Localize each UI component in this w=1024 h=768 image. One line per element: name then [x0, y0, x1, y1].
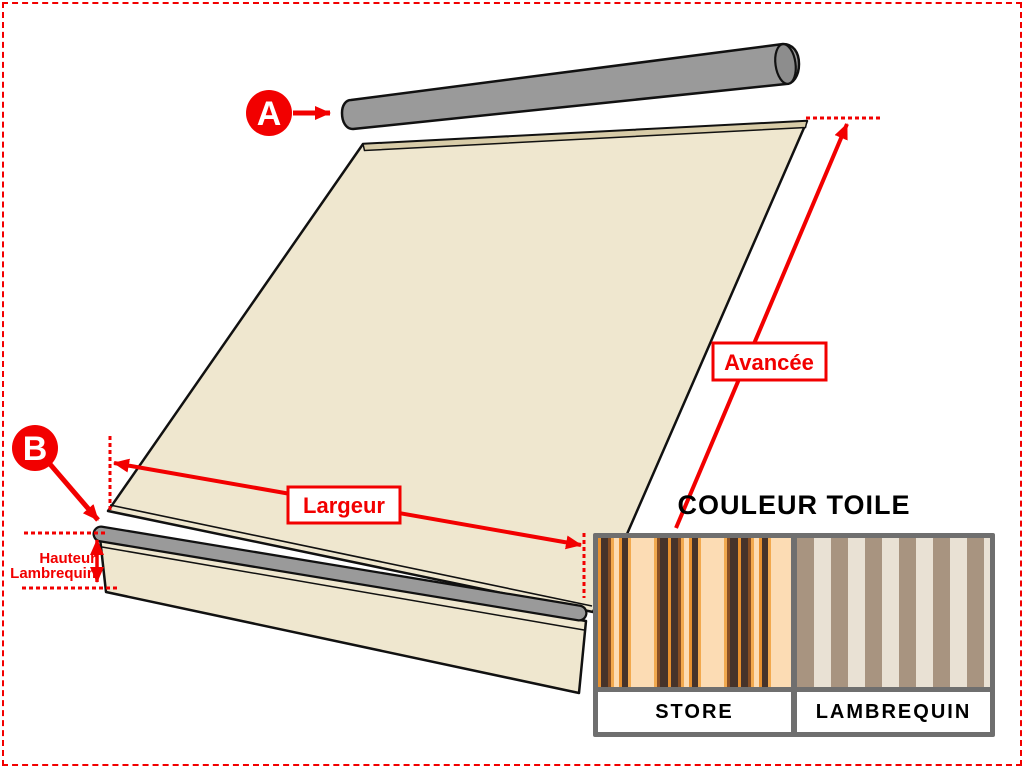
roller-tube: [340, 42, 801, 131]
marker-b-arrow-icon: [47, 461, 100, 522]
avancee-dimension: Avancée: [674, 116, 880, 529]
marker-a-letter: A: [257, 95, 282, 133]
swatch-store: STORE: [598, 538, 791, 732]
avancee-arrow: [674, 123, 849, 529]
marker-b-letter: B: [23, 430, 48, 468]
largeur-label: Largeur: [303, 493, 385, 518]
lambrequin-swatch-label: LAMBREQUIN: [797, 692, 990, 732]
lambrequin-hem: [101, 546, 585, 631]
lambrequin-fabric-swatch: [797, 538, 990, 687]
store-fabric-swatch: [598, 538, 791, 687]
marker-a: A: [246, 90, 331, 136]
hauteur-lambrequin-dimension: Hauteur Lambrequin: [10, 531, 118, 590]
avancee-label: Avancée: [724, 350, 814, 375]
largeur-dimension: Largeur: [108, 436, 586, 598]
swatch-lambrequin: LAMBREQUIN: [797, 538, 990, 732]
tube-end-cap: [774, 43, 797, 85]
largeur-label-box: [286, 485, 402, 525]
canvas-top-hem: [362, 120, 808, 152]
marker-a-badge: [246, 90, 292, 136]
hauteur-label-line1: Hauteur: [39, 550, 96, 567]
avancee-label-box: [711, 341, 828, 382]
marker-b-badge: [12, 425, 58, 471]
marker-b: B: [12, 425, 100, 522]
fabric-swatch-panel: STORE LAMBREQUIN: [593, 533, 995, 737]
fabric-color-heading: COULEUR TOILE: [677, 490, 911, 520]
store-swatch-label: STORE: [598, 692, 791, 732]
hauteur-label-line2: Lambrequin: [10, 565, 96, 582]
